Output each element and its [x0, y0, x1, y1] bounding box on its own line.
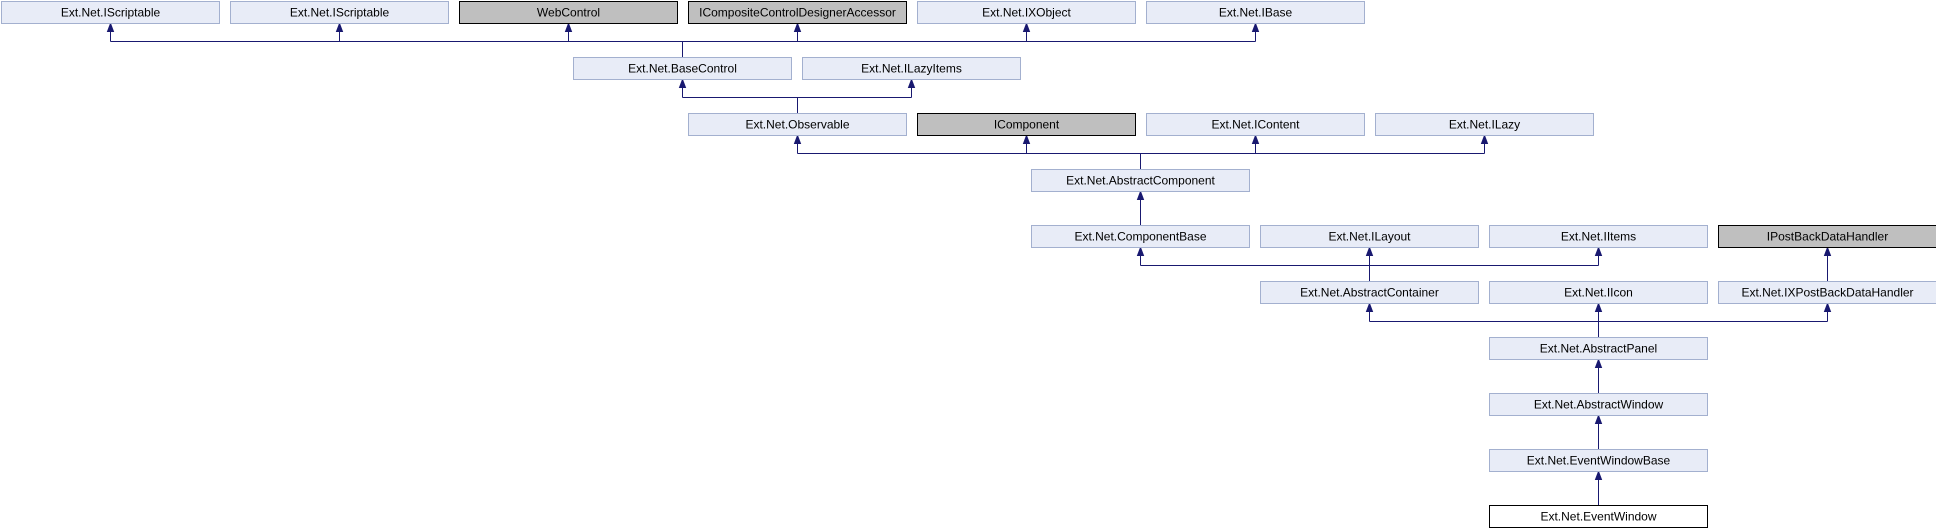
class-node-box: [1489, 393, 1708, 416]
class-node-label: Ext.Net.ILayout: [1328, 230, 1411, 244]
inheritance-arrowhead: [793, 134, 802, 144]
class-node-label: Ext.Net.IBase: [1219, 6, 1293, 20]
class-node-abstractcontainer: Ext.Net.AbstractContainer: [1260, 281, 1479, 304]
class-node-abstractcomponent: Ext.Net.AbstractComponent: [1031, 169, 1250, 192]
class-node-box: [1489, 337, 1708, 360]
class-node-label: Ext.Net.EventWindow: [1540, 510, 1656, 524]
class-node-ilazy: Ext.Net.ILazy: [1375, 113, 1594, 136]
class-node-label: Ext.Net.ILazy: [1449, 118, 1520, 132]
class-node-ixpostbackdatahandler: Ext.Net.IXPostBackDataHandler: [1718, 281, 1936, 304]
class-node-icomponent: IComponent: [917, 113, 1136, 136]
class-node-box: [1, 1, 220, 24]
class-node-label: Ext.Net.IContent: [1211, 118, 1300, 132]
inheritance-arrowhead: [678, 78, 687, 88]
class-node-label: IPostBackDataHandler: [1767, 230, 1888, 244]
class-node-ibase: Ext.Net.IBase: [1146, 1, 1365, 24]
class-node-label: Ext.Net.IIcon: [1564, 286, 1633, 300]
class-node-box: [1718, 225, 1936, 248]
class-node-box: [917, 1, 1136, 24]
class-node-label: IComponent: [994, 118, 1060, 132]
class-node-label: Ext.Net.ComponentBase: [1074, 230, 1206, 244]
class-node-ixobject: Ext.Net.IXObject: [917, 1, 1136, 24]
class-node-label: Ext.Net.BaseControl: [628, 62, 737, 76]
class-node-label: Ext.Net.AbstractComponent: [1066, 174, 1215, 188]
inheritance-arrowhead: [1365, 246, 1374, 256]
class-node-box: [1718, 281, 1936, 304]
class-node-box: [1146, 1, 1365, 24]
class-node-abstractpanel: Ext.Net.AbstractPanel: [1489, 337, 1708, 360]
class-node-box: [230, 1, 449, 24]
class-node-eventwindowbase: Ext.Net.EventWindowBase: [1489, 449, 1708, 472]
class-node-icompositecontroldesigneraccessor: ICompositeControlDesignerAccessor: [688, 1, 907, 24]
inheritance-arrowhead: [1594, 302, 1603, 312]
class-node-webcontrol: WebControl: [459, 1, 678, 24]
inheritance-arrowhead: [1022, 22, 1031, 32]
class-node-label: Ext.Net.EventWindowBase: [1527, 454, 1671, 468]
inheritance-arrowhead: [106, 22, 115, 32]
class-node-box: [688, 113, 907, 136]
edges-layer: [106, 22, 1832, 506]
class-node-label: Ext.Net.Observable: [745, 118, 849, 132]
inheritance-arrowhead: [793, 22, 802, 32]
inheritance-arrowhead: [1823, 246, 1832, 256]
class-node-label: Ext.Net.ILazyItems: [861, 62, 962, 76]
class-node-box: [1489, 281, 1708, 304]
class-node-label: Ext.Net.AbstractPanel: [1540, 342, 1657, 356]
class-node-label: Ext.Net.AbstractContainer: [1300, 286, 1439, 300]
inheritance-arrowhead: [1136, 190, 1145, 200]
class-node-label: ICompositeControlDesignerAccessor: [699, 6, 896, 20]
inheritance-arrowhead: [1480, 134, 1489, 144]
class-node-box: [688, 1, 907, 24]
class-node-observable: Ext.Net.Observable: [688, 113, 907, 136]
class-node-label: Ext.Net.IItems: [1561, 230, 1636, 244]
class-node-iscriptable_1: Ext.Net.IScriptable: [1, 1, 220, 24]
class-node-box: [459, 1, 678, 24]
class-node-ilazyitems: Ext.Net.ILazyItems: [802, 57, 1021, 80]
class-node-iicon: Ext.Net.IIcon: [1489, 281, 1708, 304]
inheritance-arrowhead: [1022, 134, 1031, 144]
class-node-label: Ext.Net.IXObject: [982, 6, 1071, 20]
class-node-box: [802, 57, 1021, 80]
class-node-label: WebControl: [537, 6, 600, 20]
inheritance-arrowhead: [1136, 246, 1145, 256]
class-node-box: [1489, 449, 1708, 472]
inheritance-arrowhead: [1594, 414, 1603, 424]
inheritance-arrowhead: [1594, 358, 1603, 368]
class-node-box: [573, 57, 792, 80]
class-node-abstractwindow: Ext.Net.AbstractWindow: [1489, 393, 1708, 416]
inheritance-arrowhead: [1251, 22, 1260, 32]
class-node-label: Ext.Net.IScriptable: [61, 6, 161, 20]
inheritance-arrowhead: [1594, 246, 1603, 256]
class-node-basecontrol: Ext.Net.BaseControl: [573, 57, 792, 80]
inheritance-arrowhead: [335, 22, 344, 32]
class-node-box: [1260, 225, 1479, 248]
inheritance-arrowhead: [1823, 302, 1832, 312]
class-node-componentbase: Ext.Net.ComponentBase: [1031, 225, 1250, 248]
class-node-box: [1260, 281, 1479, 304]
inheritance-arrowhead: [1251, 134, 1260, 144]
inheritance-arrowhead: [907, 78, 916, 88]
class-node-iscriptable_2: Ext.Net.IScriptable: [230, 1, 449, 24]
class-node-label: Ext.Net.IXPostBackDataHandler: [1741, 286, 1913, 300]
class-node-box: [1375, 113, 1594, 136]
class-node-box: [1146, 113, 1365, 136]
class-node-box: [1031, 169, 1250, 192]
inheritance-arrowhead: [1594, 470, 1603, 480]
class-node-ipostbackdatahandler: IPostBackDataHandler: [1718, 225, 1936, 248]
class-node-box: [1031, 225, 1250, 248]
class-node-box: [917, 113, 1136, 136]
class-node-iitems: Ext.Net.IItems: [1489, 225, 1708, 248]
inheritance-arrowhead: [1365, 302, 1374, 312]
inheritance-arrowhead: [564, 22, 573, 32]
class-node-box: [1489, 225, 1708, 248]
class-node-icontent: Ext.Net.IContent: [1146, 113, 1365, 136]
class-node-ilayout: Ext.Net.ILayout: [1260, 225, 1479, 248]
class-node-label: Ext.Net.IScriptable: [290, 6, 390, 20]
class-node-eventwindow: Ext.Net.EventWindow: [1489, 505, 1708, 528]
class-node-label: Ext.Net.AbstractWindow: [1534, 398, 1664, 412]
